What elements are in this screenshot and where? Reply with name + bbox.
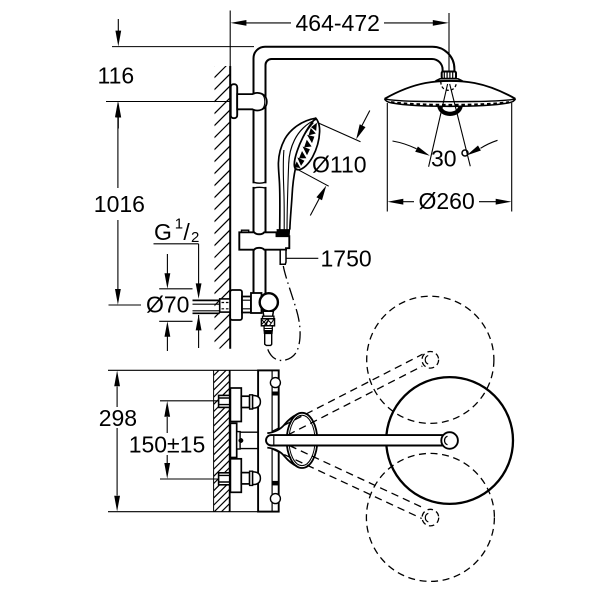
svg-text:116: 116 xyxy=(98,63,135,89)
svg-text:Ø260: Ø260 xyxy=(419,188,475,214)
svg-text:Ø70: Ø70 xyxy=(146,292,189,318)
svg-text:150±15: 150±15 xyxy=(129,431,206,457)
svg-text:Ø110: Ø110 xyxy=(312,151,367,177)
svg-text:298: 298 xyxy=(99,405,137,431)
svg-text:30: 30 xyxy=(431,146,457,172)
svg-text:464-472: 464-472 xyxy=(296,10,380,36)
svg-text:1: 1 xyxy=(175,216,183,233)
svg-text:G: G xyxy=(154,219,172,245)
svg-text:1750: 1750 xyxy=(321,246,372,272)
svg-text:2: 2 xyxy=(191,229,199,246)
svg-text:1016: 1016 xyxy=(94,191,145,217)
svg-text:/: / xyxy=(183,219,190,245)
